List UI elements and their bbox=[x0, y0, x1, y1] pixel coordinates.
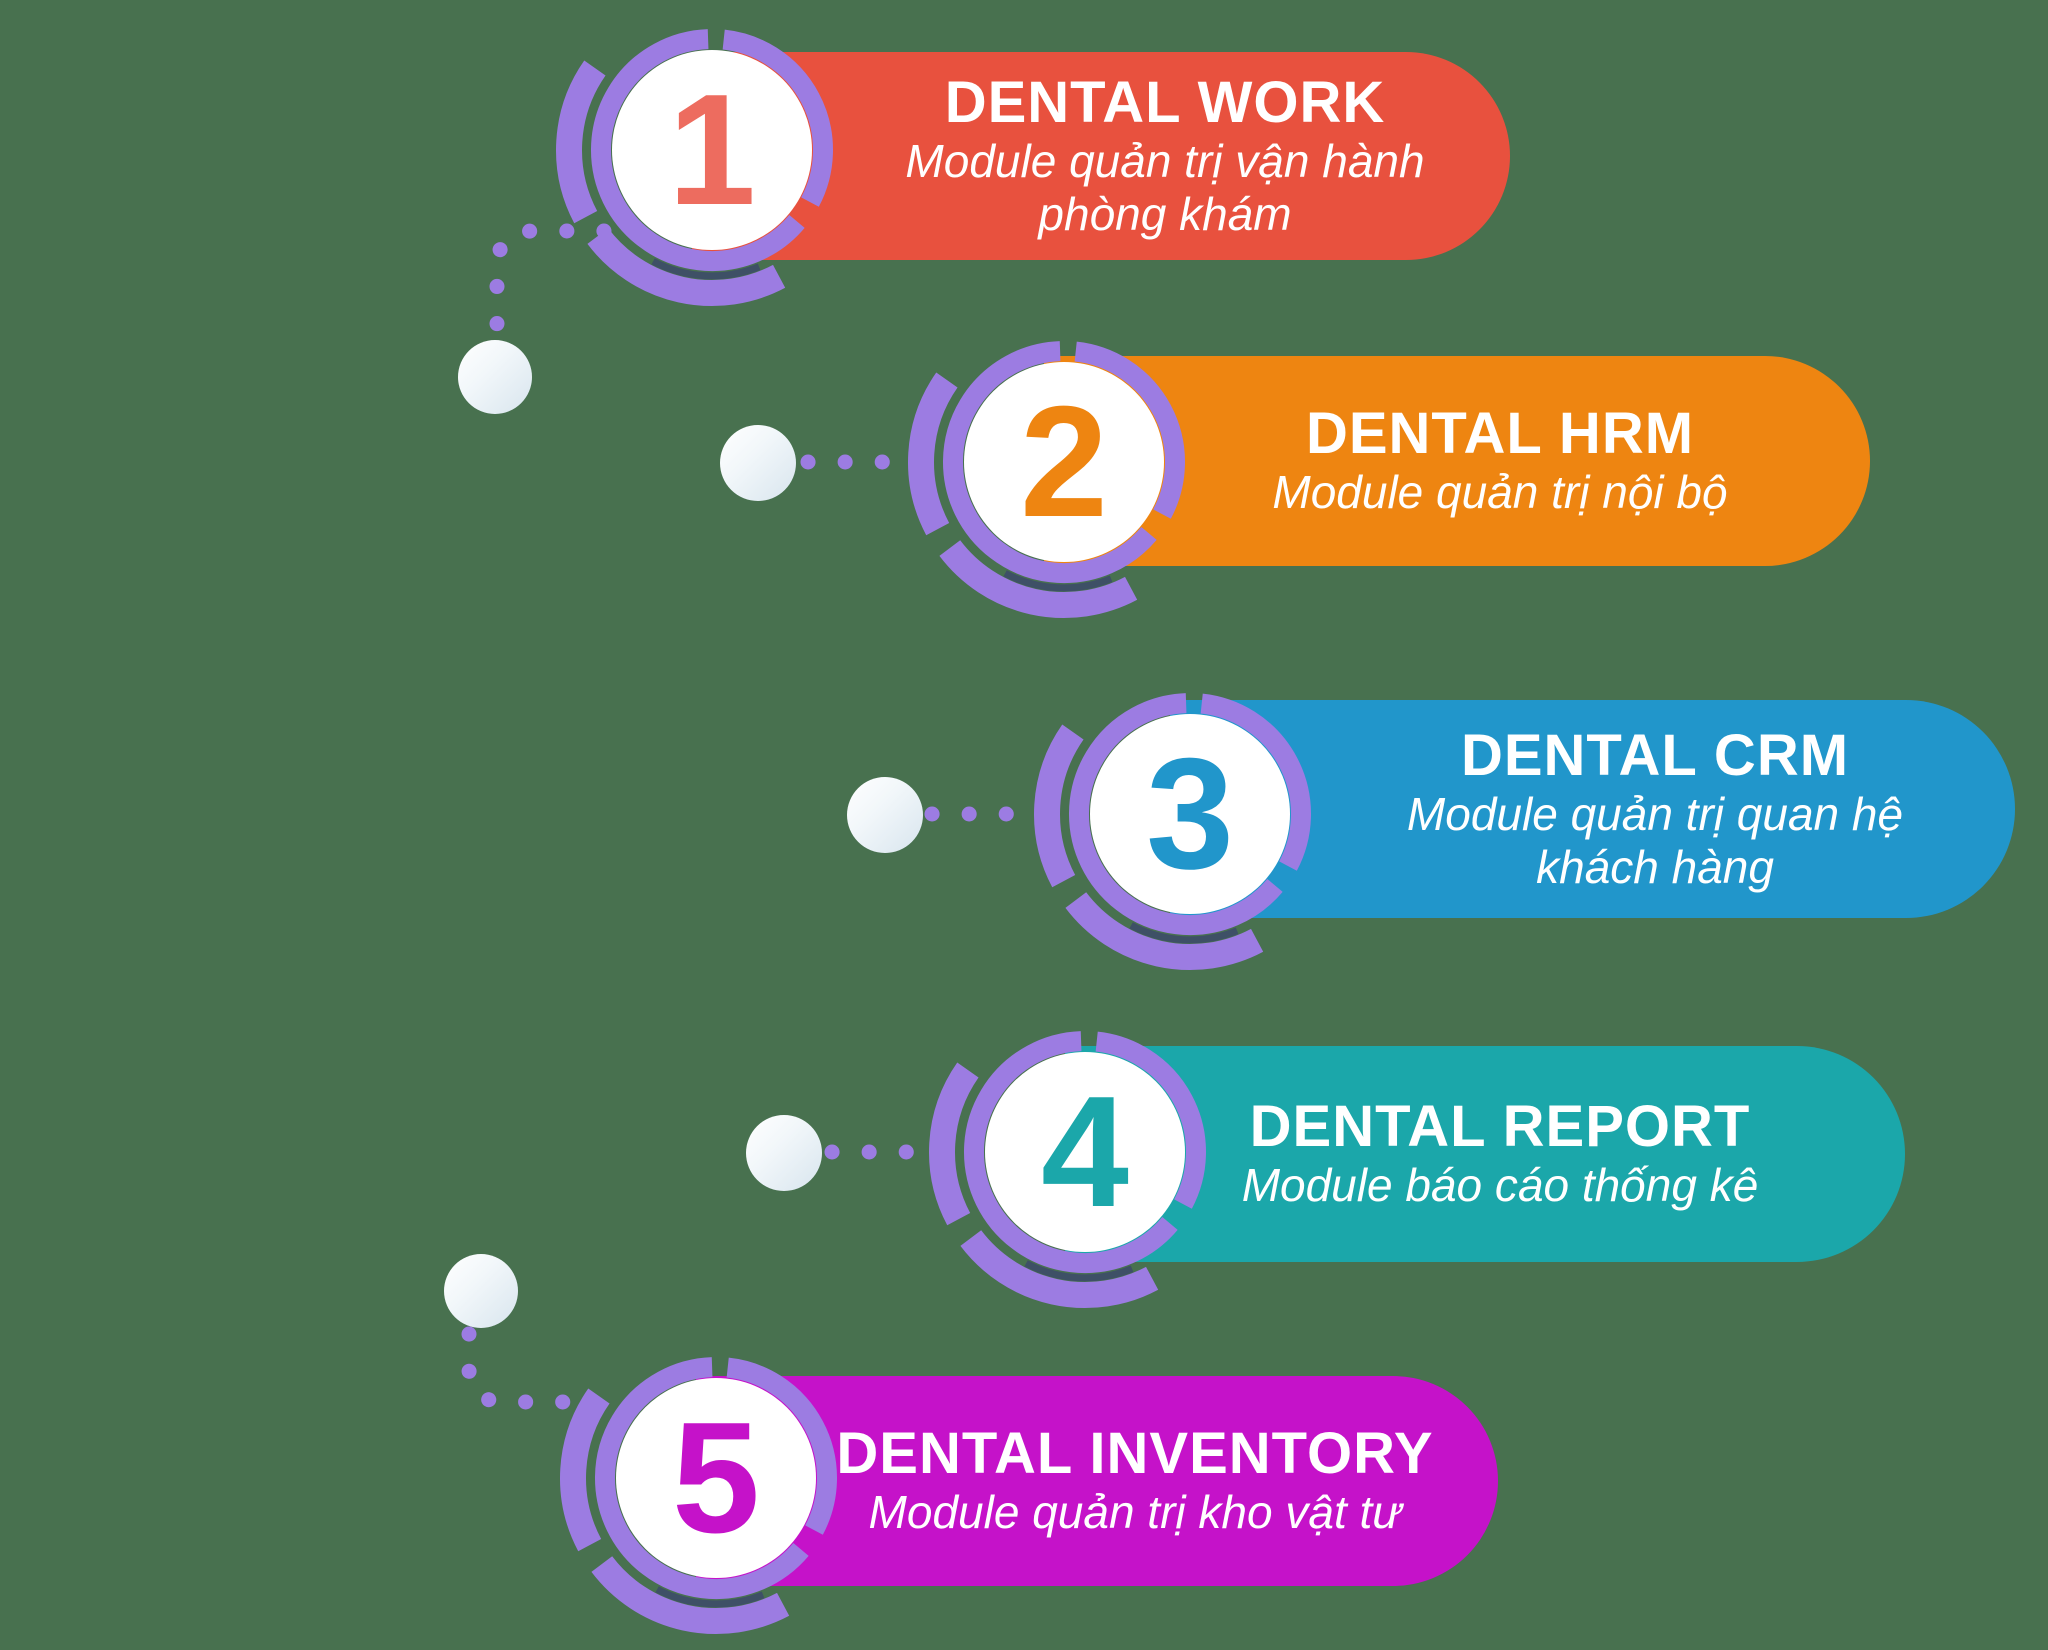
connector-ball-3 bbox=[847, 777, 923, 853]
number-circle-2: 2 bbox=[904, 302, 1224, 622]
number-circle-3: 3 bbox=[1030, 654, 1350, 974]
number-circle-5: 5 bbox=[556, 1318, 876, 1638]
module-subtitle-2-line-1: Module quản trị nội bộ bbox=[1272, 466, 1728, 519]
module-title-4: DENTAL REPORT bbox=[1249, 1094, 1751, 1160]
connector-ball-4 bbox=[746, 1115, 822, 1191]
module-banner-4: DENTAL REPORT Module báo cáo thống kê bbox=[1065, 1046, 1905, 1262]
number-circle-4: 4 bbox=[925, 992, 1245, 1312]
connector-ball-5 bbox=[444, 1254, 518, 1328]
module-banner-1: DENTAL WORK Module quản trị vận hành phò… bbox=[692, 52, 1510, 260]
connector-ball-1 bbox=[458, 340, 532, 414]
module-title-2: DENTAL HRM bbox=[1305, 401, 1695, 467]
module-subtitle-5-line-1: Module quản trị kho vật tư bbox=[868, 1486, 1402, 1539]
module-subtitle-3-line-2: khách hàng bbox=[1536, 840, 1774, 893]
connector-ball-2 bbox=[720, 425, 796, 501]
module-subtitle-1-line-1: Module quản trị vận hành bbox=[905, 134, 1425, 187]
number-circle-1: 1 bbox=[552, 0, 872, 310]
step-number-5: 5 bbox=[672, 1390, 760, 1566]
step-number-2: 2 bbox=[1020, 374, 1108, 550]
step-number-4: 4 bbox=[1041, 1064, 1129, 1240]
step-number-1: 1 bbox=[668, 62, 756, 238]
module-title-3: DENTAL CRM bbox=[1460, 722, 1850, 788]
module-subtitle-3-line-1: Module quản trị quan hệ bbox=[1406, 787, 1904, 840]
module-title-5: DENTAL INVENTORY bbox=[836, 1421, 1434, 1487]
module-subtitle-4-line-1: Module báo cáo thống kê bbox=[1241, 1159, 1759, 1212]
step-number-3: 3 bbox=[1146, 726, 1234, 902]
module-subtitle-1-line-2: phòng khám bbox=[1038, 187, 1292, 240]
module-title-1: DENTAL WORK bbox=[944, 69, 1386, 135]
